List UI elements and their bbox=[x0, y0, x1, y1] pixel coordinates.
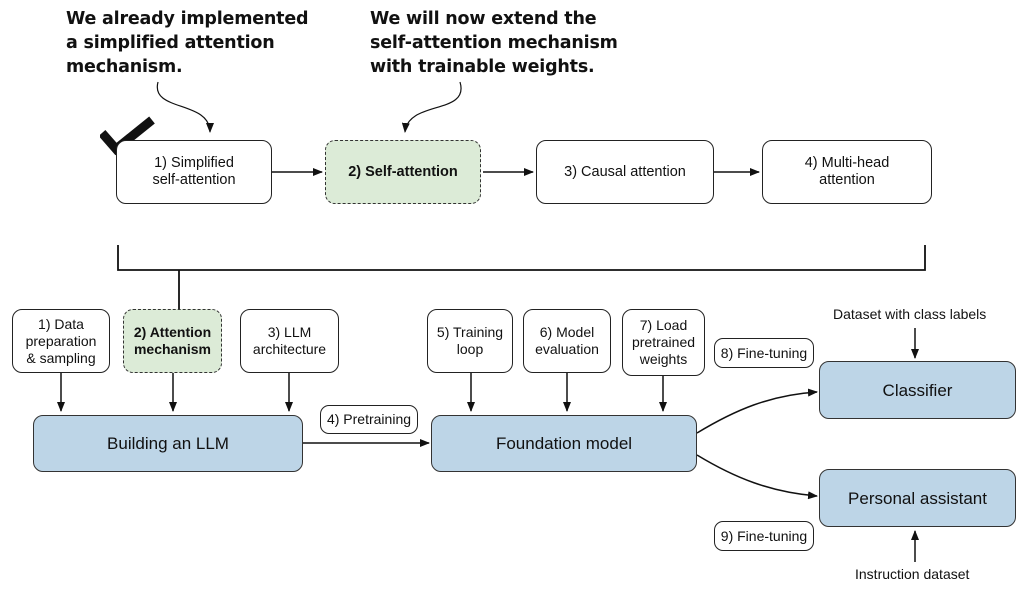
attention-step-multi-head: 4) Multi-head attention bbox=[762, 140, 932, 204]
foundation-model: Foundation model bbox=[431, 415, 697, 472]
attention-step-simplified: 1) Simplified self-attention bbox=[116, 140, 272, 204]
step-data-preparation: 1) Data preparation & sampling bbox=[12, 309, 110, 373]
annotation-done: We already implemented a simplified atte… bbox=[66, 9, 309, 77]
arrow-foundation-to-classifier bbox=[696, 388, 818, 434]
step-attention-mechanism: 2) Attention mechanism bbox=[123, 309, 222, 373]
annotation-left-arrow bbox=[156, 81, 214, 133]
step-llm-architecture: 3) LLM architecture bbox=[240, 309, 339, 373]
annotation-next: We will now extend the self-attention me… bbox=[370, 9, 618, 77]
pretraining-label: 4) Pretraining bbox=[320, 405, 418, 434]
annotation-right-arrow bbox=[401, 81, 462, 133]
step-training-loop: 5) Training loop bbox=[427, 309, 513, 373]
step-model-evaluation: 6) Model evaluation bbox=[523, 309, 611, 373]
assistant-dataset-label: Instruction dataset bbox=[855, 566, 970, 582]
attention-step-causal: 3) Causal attention bbox=[536, 140, 714, 204]
attention-step-self-attention: 2) Self-attention bbox=[325, 140, 481, 204]
fine-tuning-classifier-label: 8) Fine-tuning bbox=[714, 338, 814, 368]
classifier-dataset-label: Dataset with class labels bbox=[833, 306, 987, 322]
personal-assistant: Personal assistant bbox=[819, 469, 1016, 527]
arrow-foundation-to-assistant bbox=[696, 454, 818, 500]
bracket bbox=[117, 245, 926, 271]
building-an-llm: Building an LLM bbox=[33, 415, 303, 472]
fine-tuning-assistant-label: 9) Fine-tuning bbox=[714, 521, 814, 551]
step-load-pretrained-weights: 7) Load pretrained weights bbox=[622, 309, 705, 376]
classifier: Classifier bbox=[819, 361, 1016, 419]
